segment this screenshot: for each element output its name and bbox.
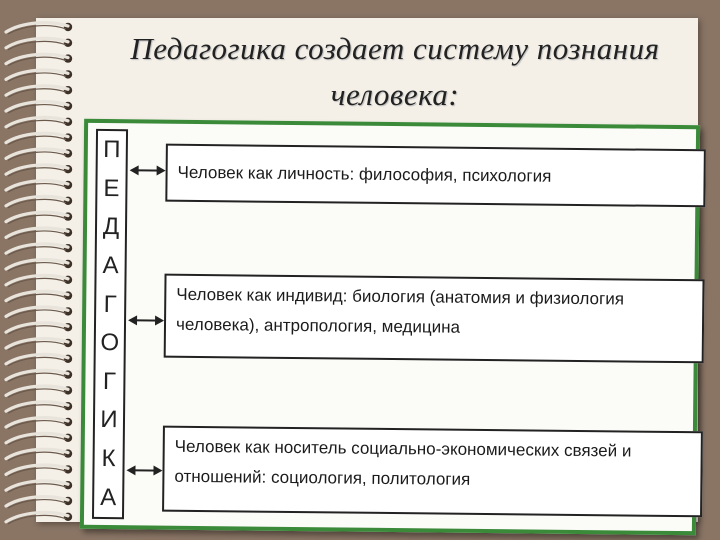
binding-ring-shadow: [7, 277, 67, 288]
binding-ring-shadow: [7, 467, 67, 477]
binding-ring: [4, 84, 70, 97]
title-line-2: человека:: [330, 77, 460, 112]
binding-ring: [4, 131, 70, 145]
binding-ring-shadow: [7, 451, 67, 462]
binding-ring-shadow: [7, 72, 67, 82]
binding-ring: [4, 21, 70, 34]
binding-ring-shadow: [7, 356, 67, 367]
binding-ring: [4, 337, 70, 350]
binding-ring: [4, 400, 70, 413]
binding-ring-shadow: [7, 261, 67, 272]
binding-ring-shadow: [7, 167, 67, 177]
binding-ring: [4, 52, 70, 66]
binding-ring: [4, 352, 70, 366]
box-individual: Человек как индивид: биология (анатомия …: [163, 273, 705, 364]
binding-ring: [4, 479, 70, 492]
binding-ring-shadow: [7, 182, 67, 193]
binding-ring: [4, 321, 70, 334]
spiral-binding: [4, 21, 73, 525]
binding-ring: [4, 210, 70, 224]
letter: П: [103, 136, 121, 164]
scheme-figure: П Е Д А Г О Г И К А Человек как личность…: [79, 118, 706, 536]
binding-ring-shadow: [7, 119, 67, 130]
binding-ring: [4, 463, 70, 476]
binding-ring: [4, 226, 70, 239]
double-arrow-icon: [126, 463, 163, 477]
binding-ring-shadow: [7, 435, 67, 446]
letter: Г: [103, 290, 117, 318]
binding-ring: [4, 289, 70, 303]
binding-ring: [4, 258, 70, 271]
binding-ring: [4, 447, 70, 461]
binding-ring-shadow: [7, 198, 67, 209]
binding-ring: [4, 179, 70, 192]
box-personality: Человек как личность: философия, психоло…: [165, 143, 706, 208]
binding-ring-shadow: [7, 135, 67, 146]
binding-ring: [4, 510, 70, 524]
binding-ring-shadow: [7, 230, 67, 240]
binding-ring: [4, 163, 70, 176]
letter: О: [100, 329, 120, 357]
binding-ring-shadow: [7, 419, 67, 430]
binding-ring: [4, 305, 70, 318]
letter: А: [100, 483, 117, 511]
binding-ring-shadow: [7, 372, 67, 383]
binding-ring: [4, 368, 70, 382]
binding-ring: [4, 36, 70, 50]
binding-ring: [4, 68, 70, 81]
binding-ring-shadow: [7, 325, 67, 335]
letter: А: [102, 252, 119, 280]
binding-ring-shadow: [7, 40, 67, 51]
letter: Е: [103, 174, 120, 203]
binding-ring-shadow: [7, 483, 67, 493]
binding-ring: [4, 242, 70, 255]
binding-ring-shadow: [7, 388, 67, 398]
binding-ring-shadow: [7, 151, 67, 161]
binding-ring: [4, 273, 70, 287]
vertical-label-box: П Е Д А Г О Г И К А: [91, 128, 129, 520]
box-social-carrier: Человек как носитель социально-экономиче…: [162, 425, 703, 518]
letter: Д: [102, 213, 120, 241]
binding-ring-shadow: [7, 293, 67, 304]
binding-ring: [4, 100, 70, 113]
title-line-1: Педагогика создает систему познания: [130, 31, 660, 66]
binding-ring-shadow: [7, 214, 67, 225]
double-arrow-icon: [129, 163, 166, 177]
binding-ring-shadow: [7, 103, 67, 114]
binding-ring-shadow: [7, 340, 67, 351]
binding-ring-shadow: [7, 56, 67, 67]
binding-ring: [4, 147, 70, 160]
binding-ring-shadow: [7, 498, 67, 509]
binding-ring-shadow: [7, 514, 67, 525]
binding-ring-shadow: [7, 309, 67, 319]
letter: И: [100, 406, 118, 434]
binding-ring: [4, 194, 70, 208]
binding-ring: [4, 431, 70, 445]
binding-ring-shadow: [7, 404, 67, 414]
binding-ring: [4, 115, 70, 129]
slide-title: Педагогика создает систему познания чело…: [80, 26, 710, 118]
binding-ring-shadow: [7, 24, 67, 35]
binding-ring: [4, 416, 70, 429]
double-arrow-icon: [128, 313, 165, 327]
binding-ring-shadow: [7, 246, 67, 256]
binding-ring: [4, 495, 70, 508]
binding-ring-shadow: [7, 88, 67, 98]
letter: К: [101, 445, 116, 473]
letter: Г: [102, 367, 117, 395]
binding-ring: [4, 384, 70, 397]
